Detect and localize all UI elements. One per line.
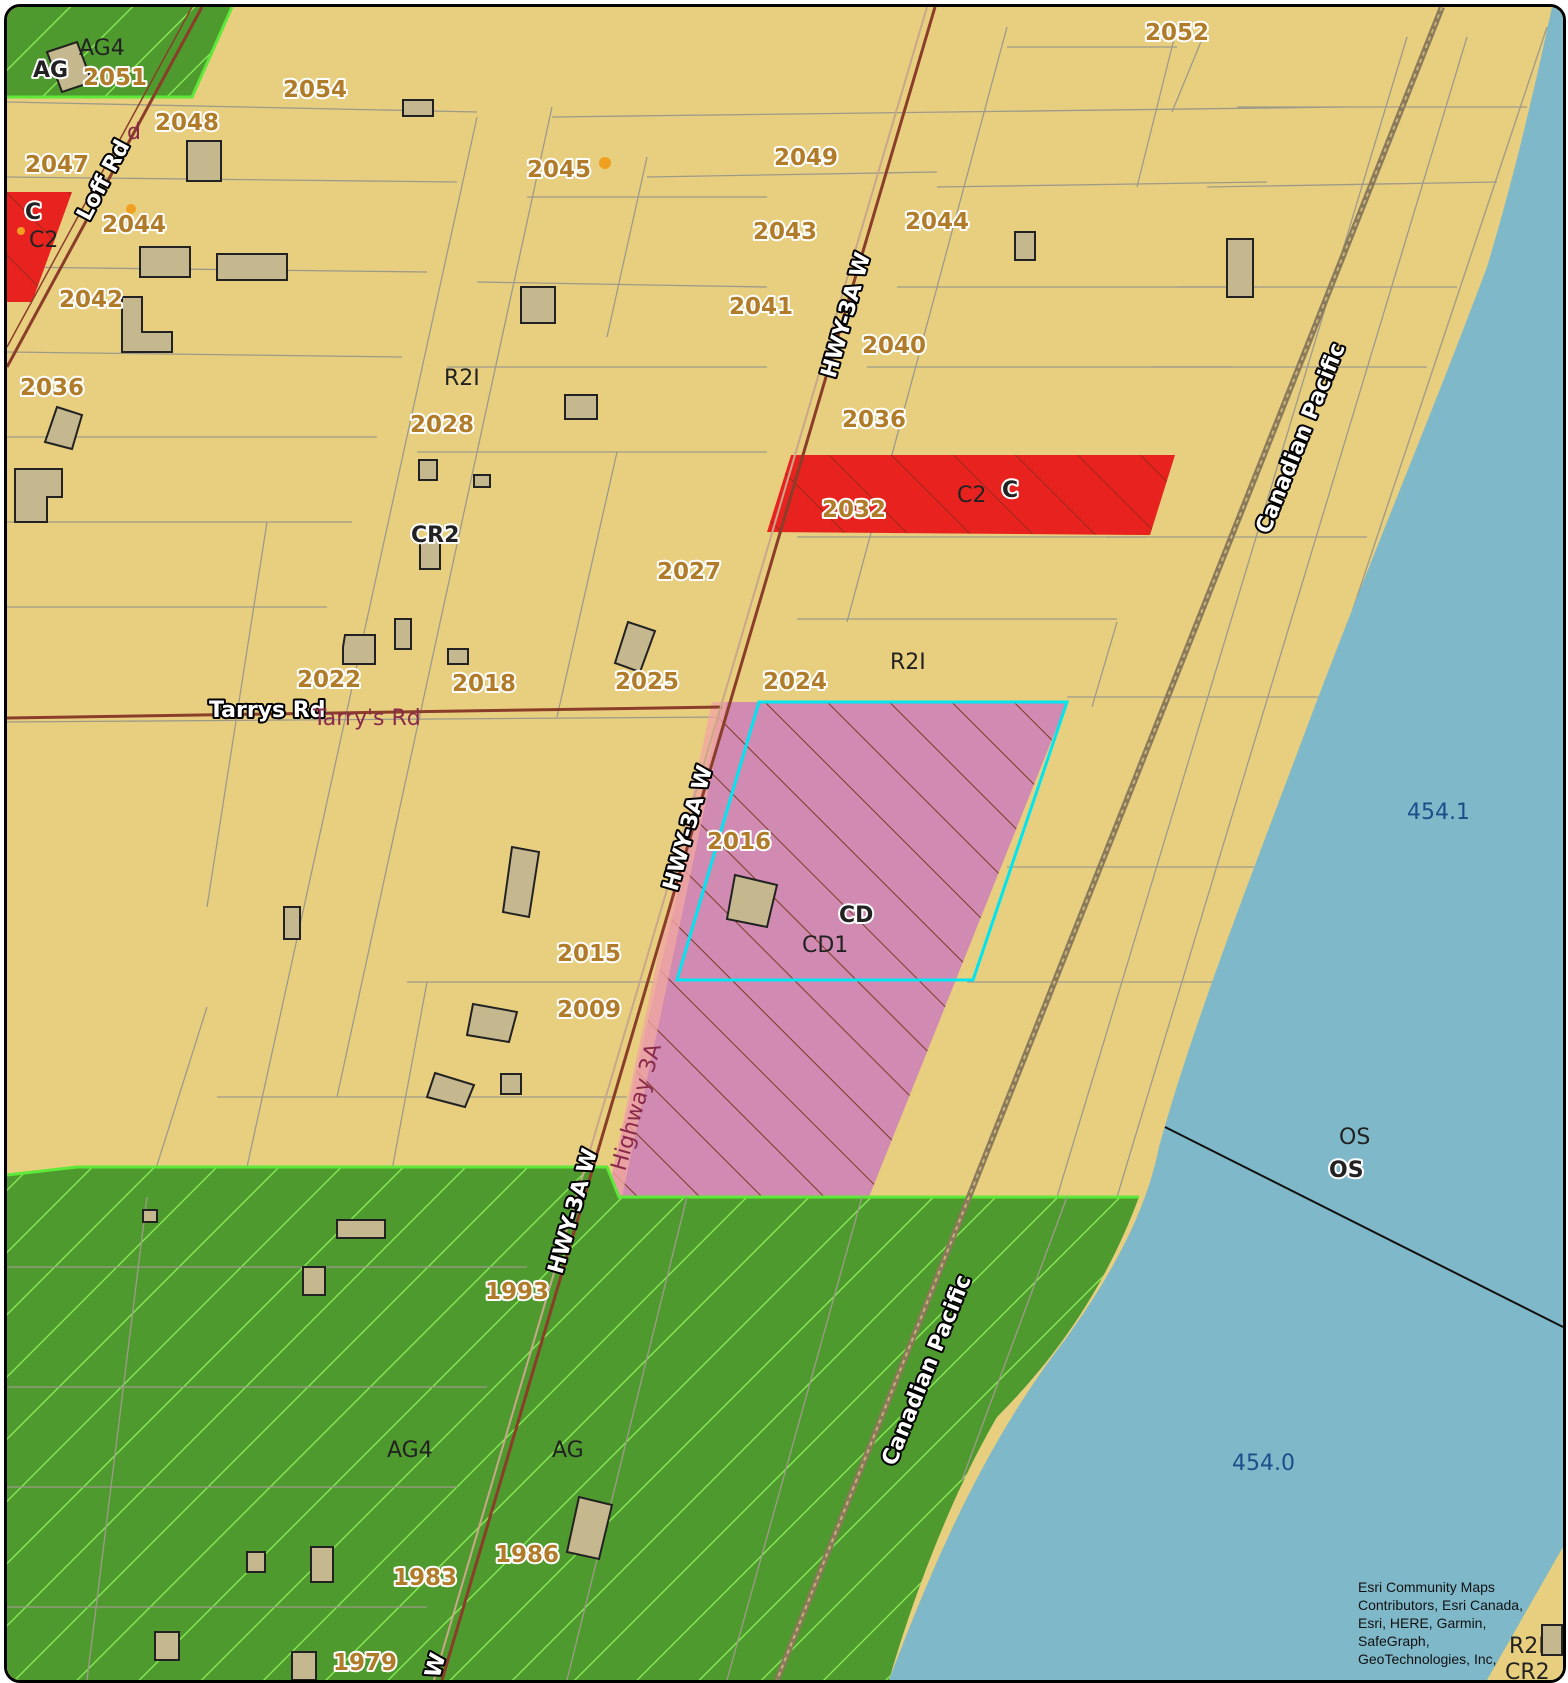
zone-label: AG [552,1438,584,1463]
address-label: 2028 [410,412,474,438]
zone-label: C2 [957,483,986,508]
street-name-loff-fragment: d [127,120,141,145]
water-parcel-line [1164,1126,1563,1328]
address-label: 2043 [753,219,817,245]
zone-label: CD1 [802,933,848,958]
address-label: 2036 [20,375,84,401]
agricultural-zone-bottom-hatch [7,1167,1139,1680]
selected-parcel-outline[interactable] [674,700,1070,982]
road-label-tarrys-rd: Tarrys Rd [209,698,326,723]
tarrys-rd-line [7,705,723,720]
agricultural-zone-bottom-border [7,1165,1139,1199]
loff-rd-line [7,7,204,368]
address-label: 1993 [485,1279,549,1305]
zoning-map[interactable]: 2052 2051 2054 2048 2047 2045 2049 2044 … [7,7,1563,1680]
map-attribution: Esri Community Maps Contributors, Esri C… [1358,1579,1523,1667]
address-label: 2044 [905,209,969,235]
railway-line [774,7,1445,1680]
address-label: 2047 [25,152,89,178]
address-label: 2049 [774,145,838,171]
zone-labels: AG4 AG C C2 R2I CR2 C2 C R2I CD CD1 OS O… [23,36,1550,1680]
address-label: 2016 [707,829,771,855]
highway-buffer-pink [607,702,727,1197]
parcel-lines [7,26,1548,1198]
zone-label: CR2 [1505,1660,1550,1680]
address-point-c [17,227,25,235]
zone-label: C2 [29,228,58,253]
address-point-2044 [126,204,136,214]
address-label: 2041 [729,294,793,320]
zone-label: C [25,200,41,225]
elevation-label: 454.1 [1407,800,1470,825]
address-label: 2022 [297,667,361,693]
zone-label: CD [839,903,873,928]
water-body[interactable] [889,7,1563,1680]
loff-rd-line-2 [7,7,193,348]
address-label: 2051 [83,65,147,91]
address-label: 1979 [333,1650,397,1676]
address-label: 2040 [862,333,926,359]
address-point-2045 [599,157,611,169]
address-label: 2048 [155,110,219,136]
address-label: 2025 [615,669,679,695]
highway-line-a [440,7,937,1680]
zone-label: AG4 [387,1438,433,1463]
address-label: 2009 [557,997,621,1023]
address-label: 1986 [495,1542,559,1568]
address-label: 2045 [527,157,591,183]
address-label: 2036 [842,407,906,433]
elevation-label: 454.0 [1232,1451,1295,1476]
address-label: 2018 [452,671,516,697]
address-label: 2044 [102,212,166,238]
zone-label: C [1002,478,1018,503]
zone-label: CR2 [411,523,459,548]
address-label: 2054 [283,77,347,103]
zone-label: AG4 [79,36,125,61]
address-label: 2015 [557,941,621,967]
address-label: 2042 [59,287,123,313]
building-footprints [14,40,1563,1680]
zone-label: OS [1329,1158,1364,1183]
commercial-zone-c2-hatch [767,455,1175,535]
ag-parcel-lines [7,1196,1068,1680]
map-view[interactable]: 2052 2051 2054 2048 2047 2045 2049 2044 … [4,4,1566,1683]
address-label: 2052 [1145,20,1209,46]
street-name-tarrys-rd: Tarry's Rd [312,706,421,731]
address-label: 2024 [763,669,827,695]
highway-line-b [433,7,928,1680]
address-label: 2032 [822,497,886,523]
address-label: 2027 [657,559,721,585]
address-label: 1983 [393,1565,457,1591]
zone-label: OS [1339,1125,1370,1150]
zone-label: R2I [444,366,480,391]
zone-label: R2I [1509,1634,1545,1659]
commercial-zone-topleft-hatch [7,192,72,302]
zone-label: R2I [890,650,926,675]
zone-label: AG [33,58,68,83]
agricultural-zone-topleft-border [7,7,234,99]
address-labels: 2052 2051 2054 2048 2047 2045 2049 2044 … [18,18,1211,1678]
